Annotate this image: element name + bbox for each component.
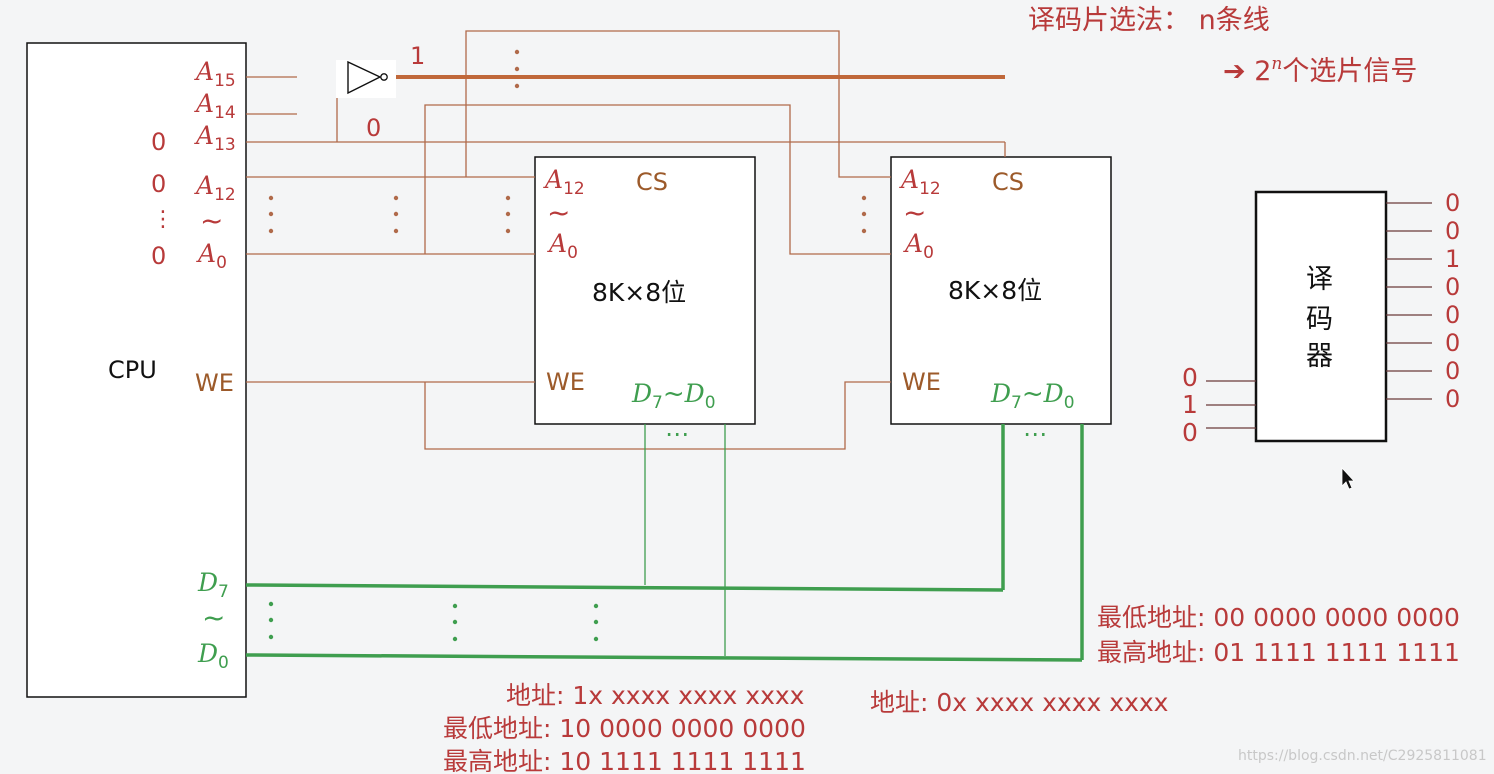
chip-right-box	[890, 156, 1112, 425]
chip-left-pin-data: D7~D0	[631, 379, 716, 413]
decoder-outputs: 0 0 1 0 0 0 0 0	[1445, 189, 1460, 413]
cpu-pin-a12: A12	[194, 171, 236, 205]
decode-method-title: 译码片选法： n条线	[1028, 5, 1270, 36]
cpu-pin-we: WE	[195, 369, 234, 397]
cpu-pin-d7: D7	[197, 568, 229, 602]
decoder-label-2: 码	[1306, 304, 1333, 335]
cpu-label: CPU	[108, 356, 157, 384]
cpu-box	[26, 42, 247, 698]
decoder-label-3: 器	[1306, 341, 1333, 372]
mouse-cursor-icon	[1341, 466, 1355, 490]
continuation-dots	[268, 49, 867, 642]
decoder-inputs: 0 1 0	[1182, 363, 1198, 447]
range-lowest-address: 最低地址: 00 0000 0000 0000	[1097, 603, 1460, 632]
chip-right-pin-a0: A0	[903, 229, 934, 263]
decoder-output: 1	[1445, 245, 1460, 273]
cpu-pin-a13: A13	[194, 121, 236, 155]
cpu-pin-a15: A15	[194, 57, 236, 91]
data-bus	[245, 424, 1084, 662]
chip-right-pin-tilde: ~	[903, 196, 926, 229]
cpu-pin-a14: A14	[194, 89, 236, 123]
decoder-input: 0	[1182, 363, 1198, 392]
decoder-input: 0	[1182, 418, 1198, 447]
addr-value-a13: 0	[151, 128, 166, 156]
inverter-output-value: 1	[410, 42, 425, 70]
decoder-label-1: 译	[1306, 264, 1333, 295]
cpu-pin-d0: D0	[197, 639, 229, 673]
addr-value-a12: 0	[151, 170, 166, 198]
chip-right-pin-we: WE	[902, 368, 941, 396]
decoder-output: 0	[1445, 301, 1460, 329]
right-chip-address: 地址: 0x xxxx xxxx xxxx	[870, 688, 1168, 717]
inverter-input-value: 0	[366, 114, 381, 142]
decoder-output: 0	[1445, 217, 1460, 245]
chip-right-data-dots: ⋯	[1023, 420, 1047, 448]
chip-left-size: 8K×8位	[592, 278, 686, 307]
watermark: https://blog.csdn.net/C2925811081	[1238, 748, 1487, 764]
decoder-output: 0	[1445, 329, 1460, 357]
cpu-pin-a0: A0	[196, 239, 227, 273]
chip-left-data-dots: ⋯	[665, 420, 689, 448]
chip-signals-note: ➔ 2n个选片信号	[1223, 54, 1417, 87]
chip-right-pin-data: D7~D0	[990, 379, 1075, 413]
cpu-pin-tilde: ~	[200, 204, 223, 237]
chip-left-box	[534, 156, 756, 425]
chip-left-pin-we: WE	[546, 368, 585, 396]
decoder-output: 0	[1445, 189, 1460, 217]
decoder-output: 0	[1445, 273, 1460, 301]
chip-right-pin-cs: CS	[992, 168, 1024, 196]
left-chip-address: 地址: 1x xxxx xxxx xxxx	[506, 681, 804, 710]
chip-left-pin-a0: A0	[547, 229, 578, 263]
addr-value-a0: 0	[151, 242, 166, 270]
range-highest-address: 最高地址: 01 1111 1111 1111	[1097, 638, 1460, 667]
chip-right-pin-a12: A12	[899, 165, 941, 199]
chip-left-pin-tilde: ~	[547, 196, 570, 229]
decoder-pins	[1206, 202, 1432, 429]
decoder-box	[1254, 190, 1388, 443]
left-chip-lowest-address: 最低地址: 10 0000 0000 0000	[443, 714, 806, 743]
chip-left-pin-a12: A12	[543, 165, 585, 199]
inverter-gate	[336, 60, 396, 98]
chip-right-size: 8K×8位	[948, 276, 1042, 305]
cpu-pin-data-tilde: ~	[202, 601, 225, 634]
decoder-output: 0	[1445, 385, 1460, 413]
decoder-input: 1	[1182, 390, 1198, 419]
decoder-output: 0	[1445, 357, 1460, 385]
addr-value-dots: ⋮	[152, 207, 174, 232]
left-chip-highest-address: 最高地址: 10 1111 1111 1111	[443, 747, 806, 774]
chip-left-pin-cs: CS	[636, 168, 668, 196]
